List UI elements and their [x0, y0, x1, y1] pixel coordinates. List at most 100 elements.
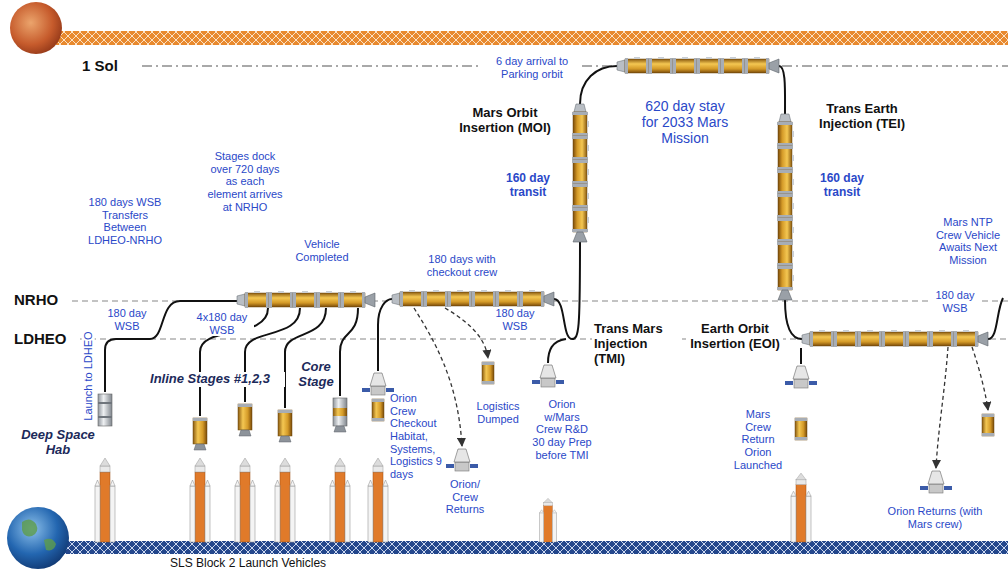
stack-module [954, 330, 978, 347]
stack-module [882, 330, 906, 347]
earth-land [22, 519, 56, 550]
stack-module [649, 57, 673, 74]
stack-cap [802, 333, 810, 345]
sls-rocket [235, 458, 255, 542]
transit-label: 160 day transit [497, 172, 559, 200]
stack-module [245, 291, 269, 308]
stack-module [572, 112, 589, 136]
stack-module [906, 330, 930, 347]
return-arrow [972, 347, 988, 410]
element-label: Deep Space Hab [16, 428, 100, 458]
maneuver-label: Trans Mars Injection (TMI) [592, 322, 682, 367]
deep-space-hab [98, 394, 112, 426]
element-label: Inline Stages #1,2,3 [135, 372, 285, 387]
element-label: Core Stage [295, 360, 337, 390]
transfer-note: 180 day WSB [931, 289, 979, 314]
trajectory [340, 308, 358, 396]
sls-rocket [368, 458, 388, 542]
inline-stage [193, 418, 207, 450]
stack-module [858, 330, 882, 347]
trajectory [785, 300, 802, 339]
vehicle-stack [802, 330, 988, 347]
stack-engine [365, 293, 375, 307]
maneuver-label: Mars Orbit Insertion (MOI) [450, 106, 560, 136]
core-stage [333, 398, 347, 432]
stack-engine [778, 290, 792, 300]
stack-module [317, 291, 341, 308]
return-arrow [445, 308, 488, 358]
logistics-module [372, 399, 384, 421]
transfer-note: Logistics Dumped [467, 400, 529, 425]
caption-text: SLS Block 2 Launch Vehicles [168, 557, 388, 571]
transfer-note: 4x180 day WSB [190, 311, 254, 336]
transfer-note: Vehicle Completed [287, 238, 357, 263]
stack-cap [617, 60, 625, 72]
transfer-note: Orion Returns (with Mars crew) [879, 505, 991, 530]
return-arrow [936, 347, 948, 468]
hab-ring [98, 402, 112, 404]
transit-label: 160 day transit [811, 172, 873, 200]
transfer-note: Stages dock over 720 days as each elemen… [205, 150, 285, 213]
trajectory [988, 298, 1003, 339]
stack-module [520, 290, 544, 307]
orion-capsule [785, 366, 817, 388]
stack-module [777, 170, 794, 194]
earth-planet [7, 507, 69, 569]
maneuver-label: Trans Earth Injection (TEI) [807, 102, 917, 132]
transfer-note: 180 day WSB [103, 307, 151, 332]
stack-module [930, 330, 954, 347]
inline-stage [278, 410, 292, 442]
stack-module [834, 330, 858, 347]
stack-module [777, 218, 794, 242]
transfer-note: 180 days with checkout crew [412, 253, 512, 278]
sls-rocket [540, 498, 557, 542]
transfer-note: Mars Crew Return Orion Launched [730, 408, 786, 471]
orbit-label: NRHO [12, 291, 72, 308]
orion-capsule [920, 471, 952, 493]
trajectory [378, 299, 392, 371]
orbit-label: 1 Sol [80, 57, 140, 74]
transfer-note: Orion w/Mars Crew R&D 30 day Prep before… [530, 398, 594, 461]
stack-module [777, 242, 794, 266]
transfer-note: 180 day WSB [491, 307, 539, 332]
orbit-label: LDHEO [12, 330, 76, 347]
stack-module [572, 136, 589, 160]
stack-module [472, 290, 496, 307]
return-arrows [414, 308, 988, 468]
sls-rocket [791, 473, 811, 542]
stack-engine [769, 59, 779, 73]
hab-body [98, 394, 112, 426]
mars-planet [10, 2, 62, 54]
stack-cap [237, 294, 245, 306]
inline-stage [238, 404, 252, 436]
sls-rocket [190, 458, 210, 542]
trajectory [779, 66, 785, 114]
vehicle-stack [392, 290, 554, 307]
mission-note: 620 day stay for 2033 Mars Mission [635, 98, 735, 146]
stack-module [341, 291, 365, 308]
maneuver-label: Earth Orbit Insertion (EOI) [687, 322, 783, 352]
stack-module [448, 290, 472, 307]
sls-rocket [330, 458, 350, 542]
transfer-note: Launch to LDHEO [82, 329, 95, 422]
stack-cap [392, 293, 400, 305]
stack-module [777, 266, 794, 290]
stack-module [697, 57, 721, 74]
stack-engine [544, 292, 554, 306]
core-band [333, 408, 347, 416]
trajectory [285, 308, 326, 408]
stack-module [400, 290, 424, 307]
stack-module [777, 146, 794, 170]
vehicle-stack [777, 114, 794, 300]
transfer-note: 6 day arrival to Parking orbit [482, 55, 582, 80]
core-body [333, 398, 347, 426]
logistics-module [482, 362, 494, 384]
sls-rocket [275, 458, 295, 542]
vehicle-stack [617, 57, 779, 74]
stack-module [424, 290, 448, 307]
stack-module [745, 57, 769, 74]
transfer-note: Mars NTP Crew Vehicle Awaits Next Missio… [932, 216, 1004, 267]
vehicle-stack [572, 104, 589, 242]
